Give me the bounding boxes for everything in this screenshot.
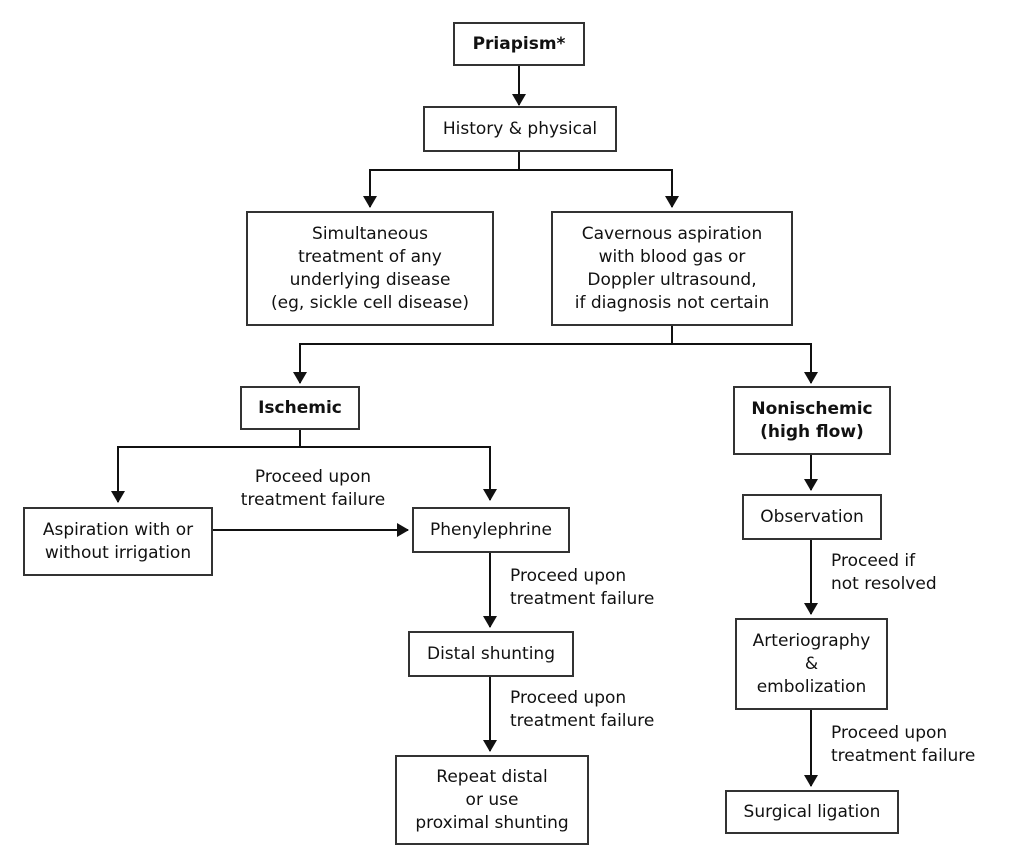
node-ischemic: Ischemic xyxy=(240,386,360,430)
edge-history-split xyxy=(363,152,520,208)
node-history-physical: History & physical xyxy=(423,106,617,152)
node-distal-shunting: Distal shunting xyxy=(408,631,574,677)
node-surgical-ligation: Surgical ligation xyxy=(725,790,899,834)
node-cavernous-label: Cavernous aspiration with blood gas or D… xyxy=(574,223,770,313)
node-phenylephrine-label: Phenylephrine xyxy=(429,519,552,540)
label-observation-to-arteriography: Proceed if not resolved xyxy=(831,551,937,594)
label-phenylephrine-to-distal: Proceed upon treatment failure xyxy=(510,566,655,609)
label-arteriography-to-surgical: Proceed upon treatment failure xyxy=(831,723,976,766)
edge-cavernous-nonischemic xyxy=(672,343,818,384)
node-phenylephrine: Phenylephrine xyxy=(412,507,570,553)
node-arteriography-label: Arteriography & embolization xyxy=(752,630,871,697)
node-repeat-distal: Repeat distal or use proximal shunting xyxy=(395,755,589,845)
node-simultaneous-label: Simultaneous treatment of any underlying… xyxy=(271,223,469,313)
edge-ischemic-aspiration xyxy=(111,430,301,503)
node-nonischemic: Nonischemic (high flow) xyxy=(733,386,891,455)
node-distal-label: Distal shunting xyxy=(426,643,555,664)
label-aspiration-to-phenylephrine: Proceed upon treatment failure xyxy=(240,467,386,510)
node-history-label: History & physical xyxy=(442,118,598,139)
node-simultaneous-treatment: Simultaneous treatment of any underlying… xyxy=(246,211,494,326)
node-surgical-label: Surgical ligation xyxy=(743,801,881,822)
node-observation-label: Observation xyxy=(760,506,864,527)
label-distal-to-repeat: Proceed upon treatment failure xyxy=(510,688,655,731)
node-observation: Observation xyxy=(742,494,882,540)
node-cavernous-aspiration: Cavernous aspiration with blood gas or D… xyxy=(551,211,793,326)
node-nonischemic-label: Nonischemic (high flow) xyxy=(751,398,873,442)
node-ischemic-label: Ischemic xyxy=(258,397,342,418)
node-aspiration-label: Aspiration with or without irrigation xyxy=(42,519,194,563)
node-repeat-label: Repeat distal or use proximal shunting xyxy=(415,766,569,833)
edge-ischemic-phenylephrine xyxy=(300,446,497,501)
edge-cavernous-ischemic xyxy=(293,326,673,384)
edge-history-cavernous xyxy=(519,169,679,208)
node-priapism-label: Priapism* xyxy=(472,33,566,54)
node-priapism: Priapism* xyxy=(453,22,585,66)
node-arteriography: Arteriography & embolization xyxy=(735,618,888,710)
node-aspiration-irrigation: Aspiration with or without irrigation xyxy=(23,507,213,576)
